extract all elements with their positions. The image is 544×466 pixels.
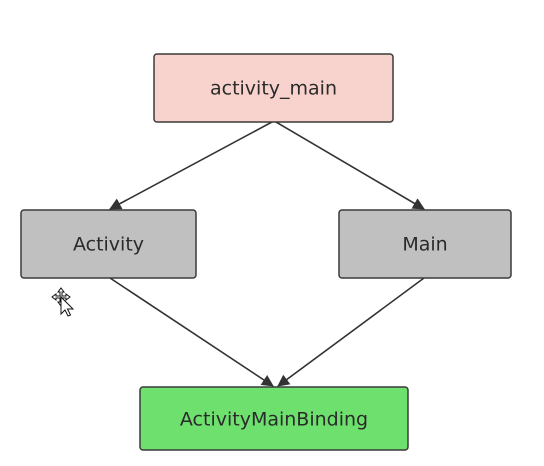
node-activity-main-binding[interactable]: ActivityMainBinding (139, 386, 409, 451)
node-activity-main-label: activity_main (210, 78, 337, 100)
node-activity[interactable]: Activity (20, 209, 197, 279)
node-activity-main-box (153, 53, 394, 123)
edge-main-to-binding (277, 277, 425, 387)
node-main-label: Main (402, 234, 447, 256)
node-main[interactable]: Main (338, 209, 512, 279)
node-activity-label: Activity (73, 234, 144, 256)
edge-activity-to-binding (109, 277, 274, 387)
edge-activity-main-to-main (275, 121, 425, 210)
node-main-box (338, 209, 512, 279)
node-activity-main[interactable]: activity_main (153, 53, 394, 123)
move-cursor-icon (51, 287, 75, 317)
node-activity-main-binding-label: ActivityMainBinding (180, 409, 368, 431)
edges-group (109, 121, 425, 387)
edge-activity-main-to-activity (109, 121, 273, 210)
node-activity-main-binding-box (139, 386, 409, 451)
node-activity-box (20, 209, 197, 279)
